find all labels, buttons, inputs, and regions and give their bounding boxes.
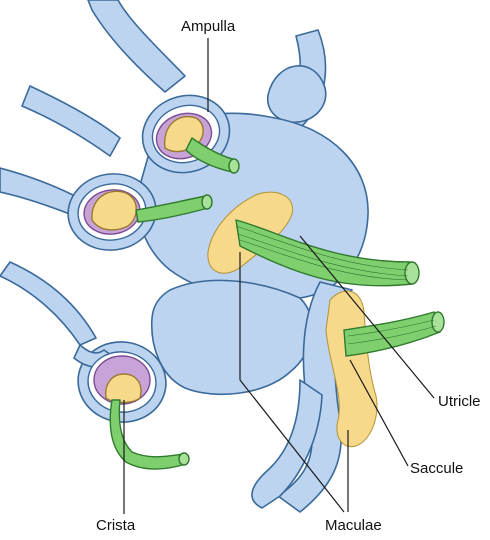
saccule-sac (152, 280, 313, 394)
semicircular-duct-left-lower (0, 262, 96, 345)
label-maculae: Maculae (325, 518, 382, 533)
semicircular-duct-left-upper (22, 86, 120, 156)
label-ampulla: Ampulla (181, 19, 235, 34)
label-utricle: Utricle (438, 394, 481, 409)
duct-bulge-top-right (268, 66, 326, 123)
label-saccule: Saccule (410, 461, 463, 476)
semicircular-duct-top-left (88, 0, 185, 92)
label-crista: Crista (96, 518, 135, 533)
